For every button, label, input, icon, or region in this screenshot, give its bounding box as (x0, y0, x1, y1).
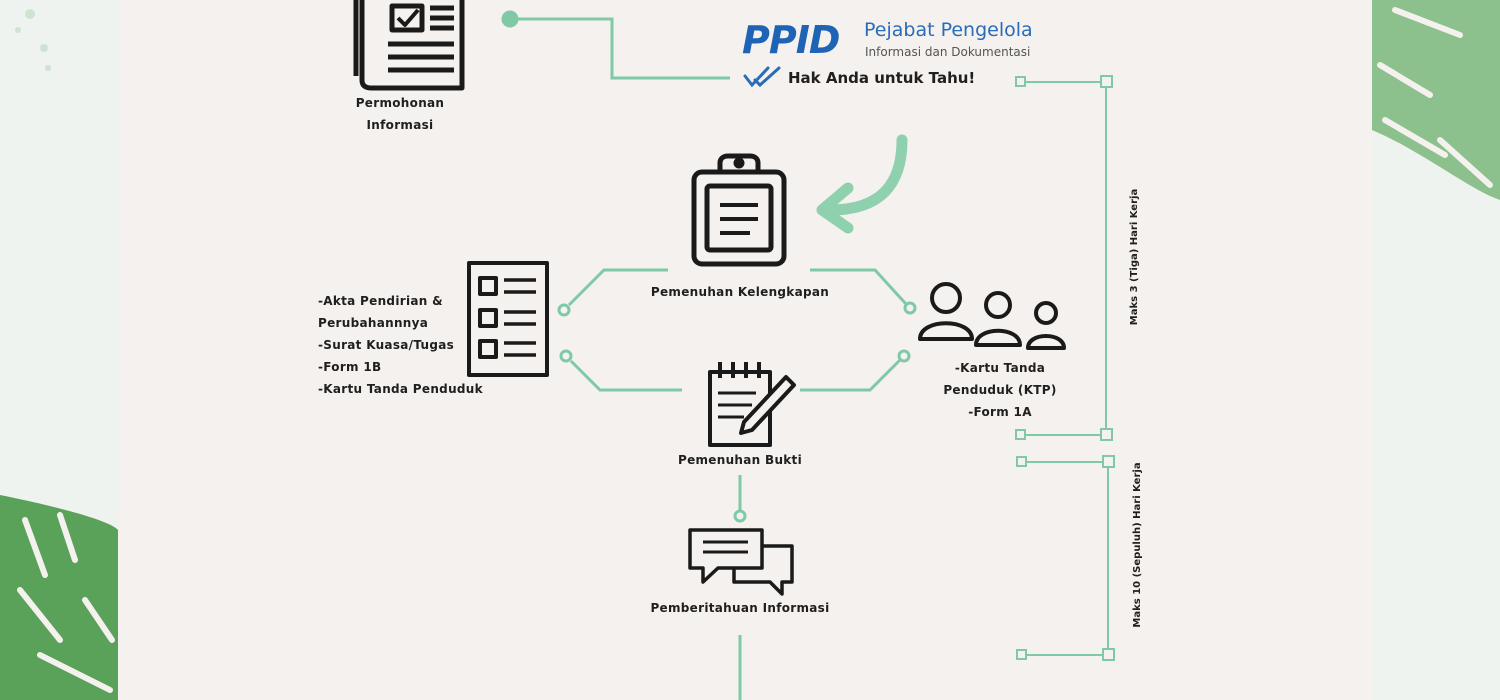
connector-node (903, 301, 917, 315)
connector-node (733, 509, 747, 523)
brand-tagline: Hak Anda untuk Tahu! (788, 69, 976, 87)
chat-bubbles-icon (688, 528, 794, 596)
splatter (15, 9, 51, 71)
brand-subtitle: Informasi dan Dokumentasi (865, 45, 1031, 59)
timeline-first-label: Maks 3 (Tiga) Hari Kerja (1129, 188, 1140, 326)
step-bukti-label: Pemenuhan Bukti (677, 453, 803, 467)
requirement-item: Perubahannnya (318, 316, 429, 330)
clipboard-icon (691, 153, 787, 267)
people-icon (918, 282, 1066, 350)
timeline-second-label: Maks 10 (Sepuluh) Hari Kerja (1132, 462, 1143, 628)
requirement-item: -Form 1A (968, 405, 1032, 419)
notepad-pencil-icon (708, 362, 796, 447)
label-line: Permohonan (355, 96, 445, 110)
requirement-item: -Kartu Tanda Penduduk (318, 382, 483, 396)
requirement-item: -Form 1B (318, 360, 382, 374)
timeline-brackets (1015, 75, 1115, 661)
connectors (501, 10, 917, 700)
step-pemberitahuan-label: Pemberitahuan Informasi (650, 601, 830, 615)
ppid-logo: PPID (742, 18, 840, 62)
right-requirements-list: -Kartu Tanda Penduduk (KTP) -Form 1A (920, 357, 1080, 423)
label-line: Informasi (366, 118, 434, 132)
double-check-icon (743, 66, 781, 88)
requirement-item: -Akta Pendirian & (318, 294, 443, 308)
requirement-item: -Kartu Tanda (954, 361, 1046, 375)
connector-node (897, 349, 911, 363)
leaf-top-right (1372, 0, 1500, 200)
checklist-icon (467, 261, 549, 377)
step-kelengkapan-label: Pemenuhan Kelengkapan (650, 285, 830, 299)
requirement-item: -Surat Kuasa/Tugas (318, 338, 455, 352)
curved-arrow-icon (816, 134, 908, 234)
left-requirements-list: -Akta Pendirian & Perubahannnya -Surat K… (318, 290, 518, 400)
newspaper-icon (353, 0, 465, 91)
connector-node (559, 349, 573, 363)
connector-node (557, 303, 571, 317)
leaf-bottom-left (0, 495, 118, 700)
requirement-item: Penduduk (KTP) (943, 383, 1057, 397)
brand-name: Pejabat Pengelola (864, 19, 1033, 41)
step-permohonan-label: Permohonan Informasi (330, 92, 470, 136)
